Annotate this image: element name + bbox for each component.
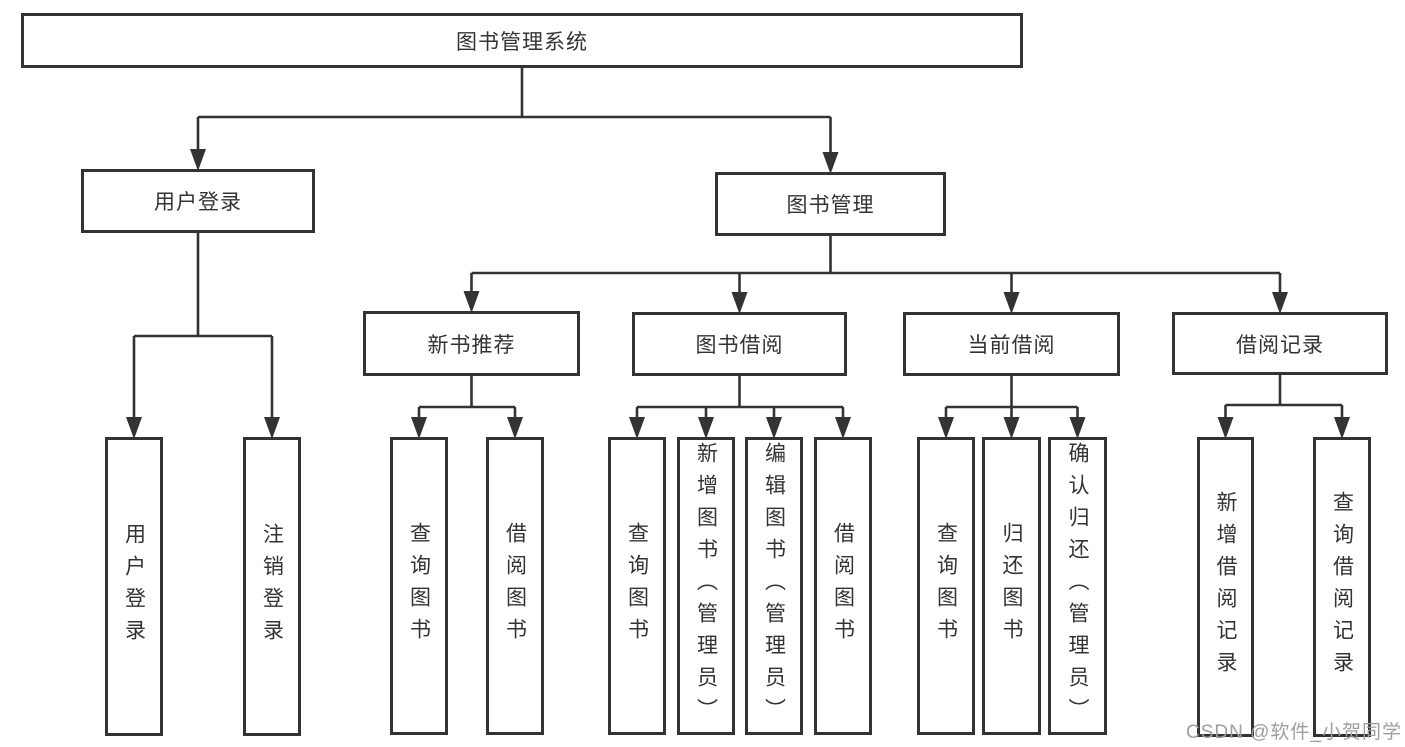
node-label: 新增借阅记录 <box>1214 491 1237 683</box>
node-label: 查询图书 <box>407 522 431 650</box>
node-label: 查询借阅记录 <box>1330 491 1354 683</box>
node-label: 编辑图书（管理员） <box>762 442 786 730</box>
node-label: 借阅图书 <box>503 522 527 650</box>
arrowhead <box>411 417 523 439</box>
connector-line <box>1224 375 1344 419</box>
node-v-logout: 注销登录 <box>243 437 301 736</box>
node-v-user-login: 用户登录 <box>105 437 163 736</box>
node-v-query-books-1: 查询图书 <box>390 437 448 735</box>
node-v-edit-books: 编辑图书（管理员） <box>745 437 803 735</box>
node-label: 查询图书 <box>934 522 958 650</box>
node-v-borrow-books-1: 借阅图书 <box>486 437 544 735</box>
node-new-book-rec: 新书推荐 <box>363 311 580 376</box>
arrowhead <box>1217 417 1350 439</box>
connector-line <box>196 68 832 154</box>
node-label: 新增图书（管理员） <box>694 442 718 730</box>
node-label: 查询图书 <box>625 522 649 650</box>
node-root: 图书管理系统 <box>21 13 1023 68</box>
connector-line <box>470 236 1282 294</box>
node-label: 用户登录 <box>122 522 146 651</box>
node-label: 注销登录 <box>260 522 284 651</box>
node-label: 归还图书 <box>1000 522 1023 650</box>
node-v-query-borrow-record: 查询借阅记录 <box>1313 437 1371 737</box>
node-v-add-books: 新增图书（管理员） <box>677 437 735 735</box>
node-borrow-records: 借阅记录 <box>1172 312 1388 375</box>
node-label: 图书管理 <box>786 194 875 217</box>
node-label: 借阅图书 <box>831 522 855 650</box>
node-v-confirm-return: 确认归还（管理员） <box>1048 437 1107 735</box>
node-label: 借阅记录 <box>1236 333 1324 357</box>
node-label: 图书管理系统 <box>456 30 588 54</box>
connector-line <box>635 376 845 419</box>
node-v-borrow-books-2: 借阅图书 <box>814 437 872 735</box>
connector-line <box>417 376 517 419</box>
node-v-query-books-3: 查询图书 <box>917 437 975 735</box>
connector-line <box>944 376 1079 419</box>
node-v-query-books-2: 查询图书 <box>608 437 666 735</box>
node-label: 新书推荐 <box>427 333 516 357</box>
arrowhead <box>463 291 1288 314</box>
arrowhead <box>126 417 280 439</box>
connector-line <box>132 233 274 419</box>
node-v-add-borrow-record: 新增借阅记录 <box>1197 437 1254 737</box>
node-label: 确认归还（管理员） <box>1066 442 1089 730</box>
node-label: 图书借阅 <box>695 334 784 357</box>
node-user-login: 用户登录 <box>81 169 315 233</box>
arrowhead <box>938 417 1086 439</box>
node-book-borrow: 图书借阅 <box>632 312 847 376</box>
node-label: 用户登录 <box>154 191 242 214</box>
node-label: 当前借阅 <box>967 334 1056 357</box>
watermark-text: CSDN @软件_小贺同学 <box>1186 722 1402 743</box>
node-v-return-books: 归还图书 <box>982 437 1041 735</box>
arrowhead <box>629 417 851 439</box>
node-book-mgmt: 图书管理 <box>715 172 946 236</box>
node-current-borrow: 当前借阅 <box>903 312 1120 376</box>
